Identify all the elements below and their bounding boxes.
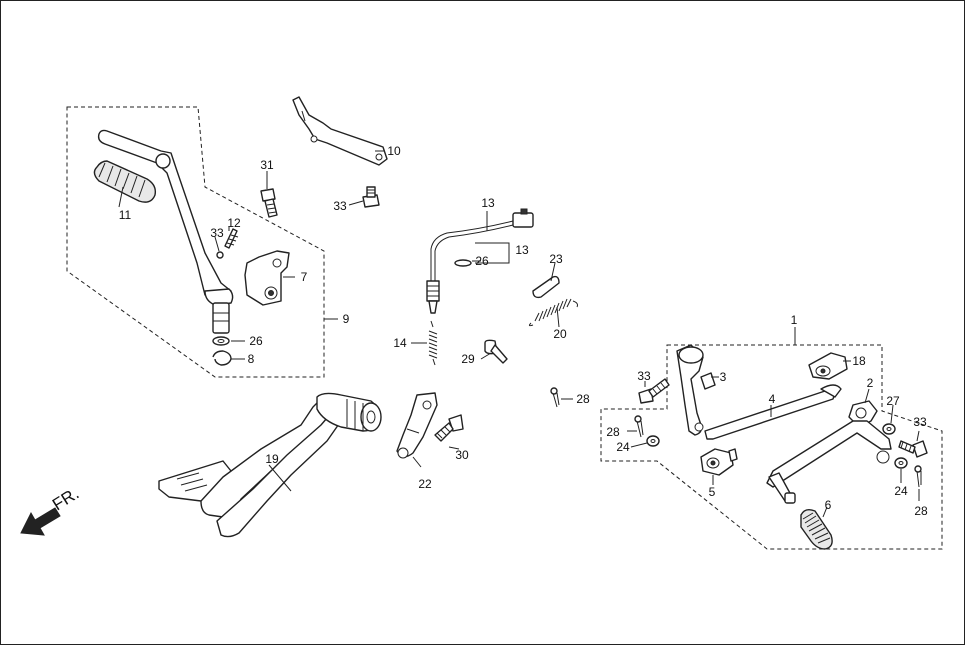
ball-joint-part-5 [700, 448, 738, 476]
bolt-part-33-right-lower [898, 440, 928, 458]
callout-33-center: 33 [333, 199, 347, 213]
shift-arm-part-3 [676, 344, 716, 436]
bolt-part-29 [484, 339, 508, 364]
callout-28-right-upper: 28 [606, 425, 620, 439]
kick-starter-arm-part-9 [97, 129, 234, 334]
callout-6: 6 [825, 498, 832, 512]
callout-24-lower: 24 [894, 484, 908, 498]
callout-20: 20 [553, 327, 567, 341]
callout-28-right-lower: 28 [914, 504, 928, 518]
callout-13-upper: 13 [481, 196, 495, 210]
bracket-part-10 [292, 96, 388, 166]
callout-33-left: 33 [210, 226, 224, 240]
callout-33-right-lower: 33 [913, 415, 927, 429]
kick-grip-part-11 [93, 160, 157, 203]
callout-24-upper: 24 [616, 440, 630, 454]
callout-leader-lines [118, 150, 920, 518]
pin-part-23 [532, 275, 560, 299]
callout-11: 11 [119, 208, 132, 222]
callout-26-left: 26 [249, 334, 263, 348]
callout-7: 7 [301, 270, 308, 284]
callout-3: 3 [720, 370, 727, 384]
callout-33-right-upper: 33 [637, 369, 651, 383]
washer-part-24-right-lower [894, 457, 908, 469]
callout-9: 9 [343, 312, 350, 326]
callout-13-lower: 13 [515, 243, 529, 257]
switch-cable-part-13 [426, 208, 534, 314]
washer-part-26-left [212, 336, 230, 346]
washer-part-27 [882, 423, 896, 435]
cotter-pin-part-28-right-lower [914, 465, 922, 488]
callout-14: 14 [393, 336, 407, 350]
callout-1: 1 [791, 313, 798, 327]
cotter-pin-part-28-right-upper [634, 415, 644, 438]
callout-30: 30 [455, 448, 469, 462]
callout-27: 27 [886, 394, 900, 408]
spring-part-20 [528, 298, 578, 327]
callout-23: 23 [549, 252, 563, 266]
cotter-pin-part-28-center [550, 387, 560, 408]
callout-28-center: 28 [576, 392, 590, 406]
bolt-part-30 [434, 414, 464, 442]
callout-5: 5 [709, 485, 716, 499]
gear-shift-group-outline [600, 344, 943, 550]
shift-rod-part-4 [704, 384, 842, 440]
ball-joint-part-18 [808, 352, 848, 380]
shift-arm-part-22 [396, 392, 438, 459]
kick-starter-group-outline [66, 106, 325, 378]
callout-18: 18 [852, 354, 866, 368]
spring-part-12 [224, 228, 239, 249]
bolt-part-33-center [362, 186, 380, 208]
steel-ball-part-33-left [216, 251, 224, 259]
callout-26-center: 26 [475, 254, 489, 268]
bolt-part-33-right-upper [638, 378, 670, 404]
clip-part-26-center [454, 259, 472, 267]
callout-29: 29 [461, 352, 475, 366]
callout-19: 19 [265, 452, 279, 466]
callout-4: 4 [769, 392, 776, 406]
pivot-block-part-7 [244, 250, 290, 306]
spring-part-14 [428, 320, 438, 366]
bolt-part-31 [260, 188, 278, 218]
circlip-part-8 [212, 350, 232, 366]
callout-8: 8 [248, 352, 255, 366]
shift-pedal-part-2 [766, 400, 892, 504]
callout-10: 10 [387, 144, 401, 158]
front-direction-arrow-icon [20, 507, 61, 536]
washer-part-24-right-upper [646, 435, 660, 447]
callout-31: 31 [260, 158, 274, 172]
callout-2: 2 [867, 376, 874, 390]
pedal-rubber-part-6 [800, 508, 833, 550]
shift-pedal-part-19 [158, 392, 382, 538]
callout-12: 12 [227, 216, 241, 230]
callout-22: 22 [418, 477, 432, 491]
